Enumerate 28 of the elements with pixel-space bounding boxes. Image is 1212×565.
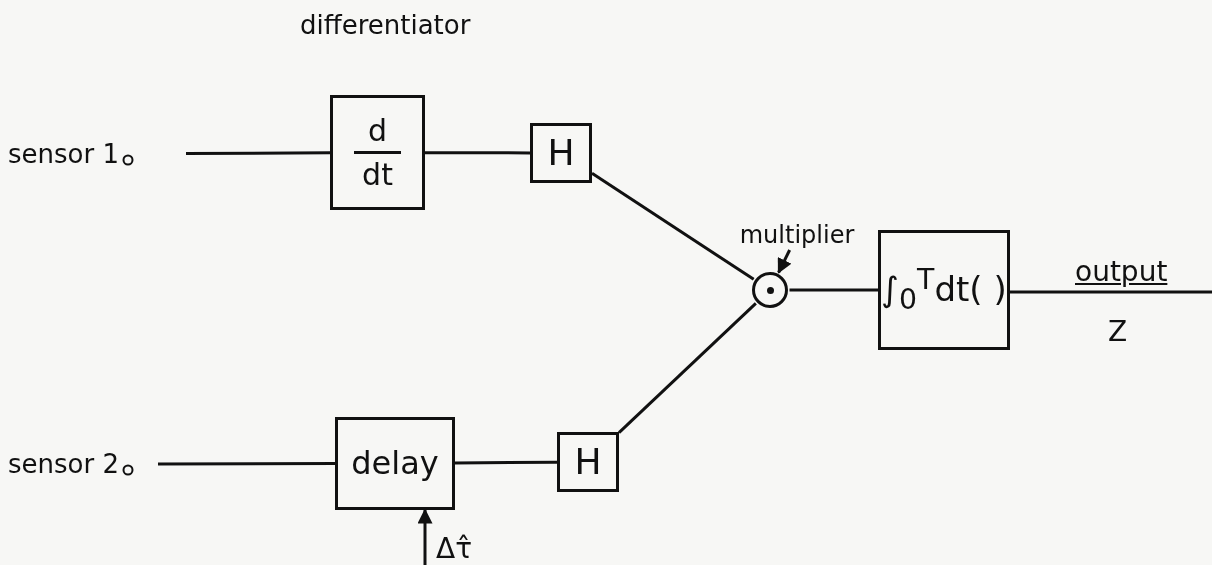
block-caption: differentiator bbox=[300, 12, 471, 38]
connector-line bbox=[158, 462, 335, 466]
connector-line bbox=[455, 460, 557, 465]
connector-line bbox=[617, 302, 757, 434]
denominator: dt bbox=[362, 158, 393, 191]
numerator: d bbox=[353, 114, 401, 154]
block-box bbox=[557, 432, 619, 492]
block-box bbox=[335, 417, 455, 510]
connector-line bbox=[425, 151, 530, 155]
block-label: H bbox=[547, 133, 575, 173]
sensor-label: sensor 1 bbox=[8, 139, 119, 169]
differentiator-box bbox=[330, 95, 425, 210]
connector-line bbox=[789, 288, 878, 292]
arrow bbox=[417, 508, 433, 565]
integral-expression: ∫$_{0}$$^{T}$dt( ) bbox=[881, 264, 1007, 316]
integrator-box bbox=[878, 230, 1010, 350]
block-box bbox=[530, 123, 592, 183]
connector-line bbox=[1010, 290, 1212, 294]
block-label: H bbox=[574, 442, 602, 482]
connector-line bbox=[186, 151, 330, 155]
connector-line bbox=[591, 172, 755, 281]
callout-label: multiplier bbox=[739, 221, 855, 249]
leader-arrow bbox=[777, 249, 792, 274]
multiplier-circle bbox=[752, 272, 788, 308]
sensor-label: sensor 2 bbox=[8, 449, 119, 479]
edge-label: output bbox=[1075, 258, 1168, 286]
signal-label: Z bbox=[1108, 318, 1128, 346]
block-label: delay bbox=[351, 445, 439, 482]
